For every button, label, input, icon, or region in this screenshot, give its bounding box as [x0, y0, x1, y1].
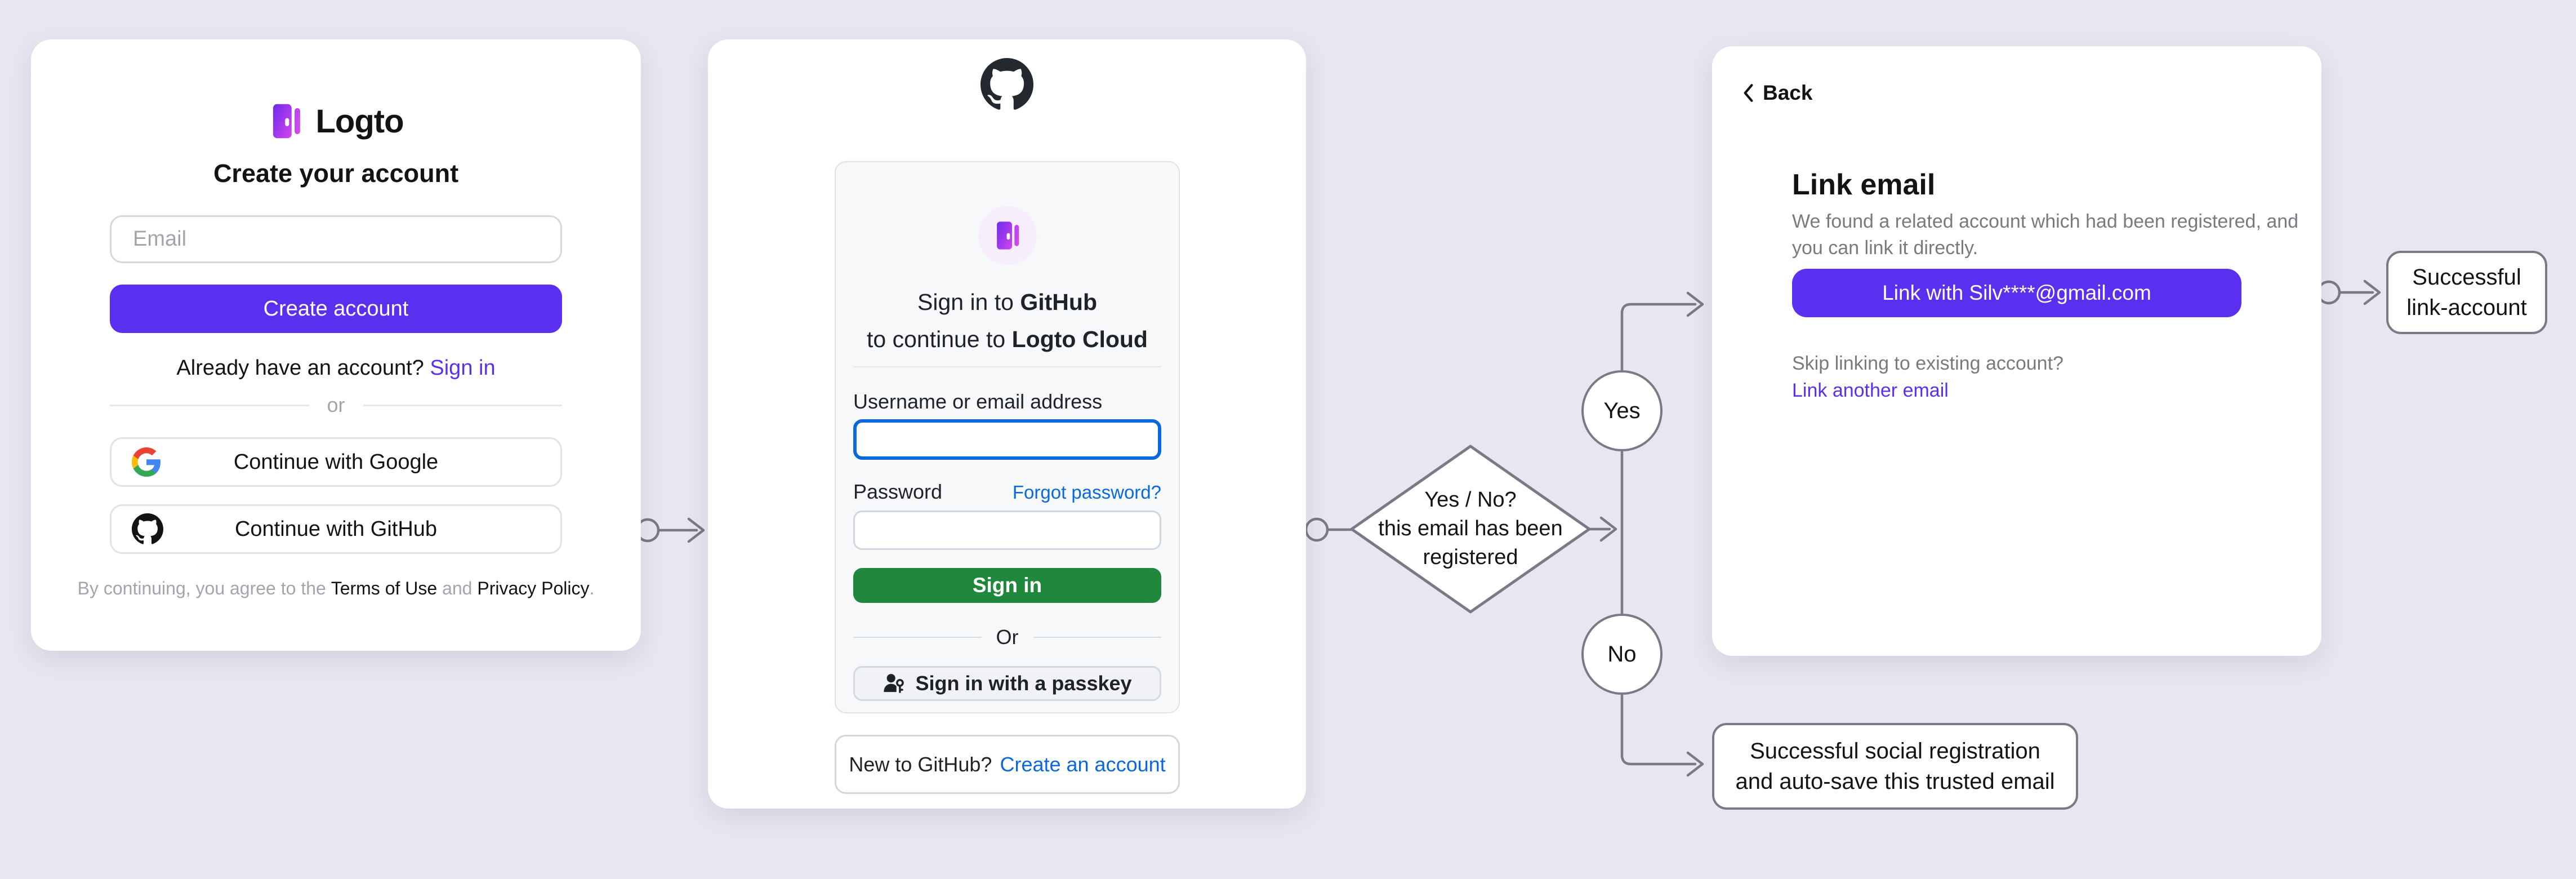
link-email-card: Back Link email We found a related accou…	[1712, 46, 2321, 656]
back-button[interactable]: Back	[1741, 81, 1812, 105]
link-with-email-button[interactable]: Link with Silv****@gmail.com	[1792, 269, 2241, 317]
arrowhead-icon	[1599, 516, 1617, 542]
terms-conj: and	[442, 578, 473, 598]
signup-card: Logto Create your account Create account…	[31, 39, 641, 651]
passkey-icon	[883, 672, 906, 695]
link-email-title: Link email	[1792, 168, 1936, 201]
github-signin-card: Sign in to GitHub to continue to Logto C…	[708, 39, 1306, 809]
divider-line	[853, 637, 982, 638]
success-link-account-box: Successful link-account	[2386, 251, 2547, 334]
heading-line: Sign in to GitHub	[853, 283, 1161, 321]
heading-bold: Logto Cloud	[1011, 326, 1148, 352]
panel-divider	[853, 366, 1161, 367]
email-input[interactable]	[110, 215, 562, 263]
github-signin-heading: Sign in to GitHub to continue to Logto C…	[853, 283, 1161, 358]
divider-label: Or	[996, 625, 1019, 649]
continue-github-button[interactable]: Continue with GitHub	[110, 504, 562, 554]
decision-label: Yes / No? this email has been registered	[1378, 486, 1563, 572]
yes-label: Yes	[1603, 398, 1641, 423]
logto-logo: Logto	[31, 99, 641, 143]
description-line: We found a related account which had bee…	[1792, 211, 2299, 232]
heading-text: Sign in to	[917, 289, 1014, 315]
yes-node: Yes	[1581, 370, 1663, 451]
logto-door-icon	[996, 221, 1019, 250]
arrowhead-icon	[1686, 751, 1704, 777]
decision-line: registered	[1423, 545, 1518, 569]
terms-line: By continuing, you agree to the Terms of…	[31, 578, 641, 599]
signin-row: Already have an account? Sign in	[31, 356, 641, 380]
back-label: Back	[1763, 81, 1813, 104]
description-line: you can link it directly.	[1792, 237, 1978, 259]
forgot-password-link[interactable]: Forgot password?	[1012, 482, 1161, 503]
heading-line: to continue to Logto Cloud	[853, 321, 1161, 358]
create-account-button[interactable]: Create account	[110, 285, 562, 333]
github-signin-button[interactable]: Sign in	[853, 568, 1161, 603]
divider-line	[1033, 637, 1161, 638]
terms-prefix: By continuing, you agree to the	[77, 578, 326, 598]
password-row: Password Forgot password?	[853, 480, 1161, 504]
github-signin-panel: Sign in to GitHub to continue to Logto C…	[835, 161, 1180, 713]
no-node: No	[1581, 614, 1663, 695]
heading-text: to continue to	[867, 326, 1006, 352]
terms-of-use-link[interactable]: Terms of Use	[331, 578, 438, 598]
divider-line	[363, 404, 563, 406]
signup-title: Create your account	[213, 159, 459, 188]
github-logo-icon	[708, 58, 1306, 111]
success-link-line: Successful	[2412, 265, 2521, 290]
success-link-line: link-account	[2406, 295, 2527, 320]
github-footer-box: New to GitHub? Create an account	[835, 735, 1180, 794]
username-label: Username or email address	[853, 390, 1103, 413]
skip-prompt: Skip linking to existing account?	[1792, 353, 2064, 374]
logto-app-avatar	[978, 206, 1037, 265]
google-icon	[132, 447, 161, 477]
divider-line	[110, 404, 309, 406]
chevron-left-icon	[1744, 84, 1753, 102]
passkey-button[interactable]: Sign in with a passkey	[853, 666, 1161, 701]
or-divider: or	[110, 393, 563, 416]
no-label: No	[1607, 641, 1637, 667]
success-social-line: and auto-save this trusted email	[1735, 769, 2055, 794]
divider-label: or	[327, 393, 345, 416]
link-another-email-link[interactable]: Link another email	[1792, 380, 1949, 401]
connector-dot	[1304, 517, 1329, 542]
arrowhead-icon	[687, 517, 705, 543]
success-social-line: Successful social registration	[1750, 739, 2040, 763]
no-branch-line	[1620, 693, 1697, 766]
arrowhead-icon	[1686, 291, 1704, 317]
create-github-account-link[interactable]: Create an account	[1000, 752, 1166, 776]
success-social-box: Successful social registration and auto-…	[1712, 723, 2078, 810]
logto-door-icon	[273, 104, 301, 139]
terms-period: .	[589, 578, 595, 598]
footer-prompt: New to GitHub?	[849, 752, 992, 776]
username-input[interactable]	[853, 419, 1161, 460]
or-divider: Or	[853, 625, 1161, 649]
decision-line: this email has been	[1378, 517, 1563, 540]
yes-branch-line	[1620, 303, 1697, 373]
continue-google-label: Continue with Google	[233, 450, 439, 474]
privacy-policy-link[interactable]: Privacy Policy	[477, 578, 590, 598]
github-icon	[132, 513, 163, 545]
continue-github-label: Continue with GitHub	[234, 517, 438, 541]
signin-link[interactable]: Sign in	[430, 356, 496, 380]
passkey-button-label: Sign in with a passkey	[915, 672, 1132, 695]
link-email-description: We found a related account which had bee…	[1792, 208, 2298, 261]
password-input[interactable]	[853, 510, 1161, 550]
brand-text: Logto	[315, 103, 404, 140]
decision-line: Yes / No?	[1424, 488, 1517, 512]
continue-google-button[interactable]: Continue with Google	[110, 437, 562, 487]
password-label: Password	[853, 480, 943, 503]
arrowhead-icon	[2363, 279, 2381, 305]
signin-prompt: Already have an account?	[176, 356, 424, 380]
heading-bold: GitHub	[1020, 289, 1097, 315]
